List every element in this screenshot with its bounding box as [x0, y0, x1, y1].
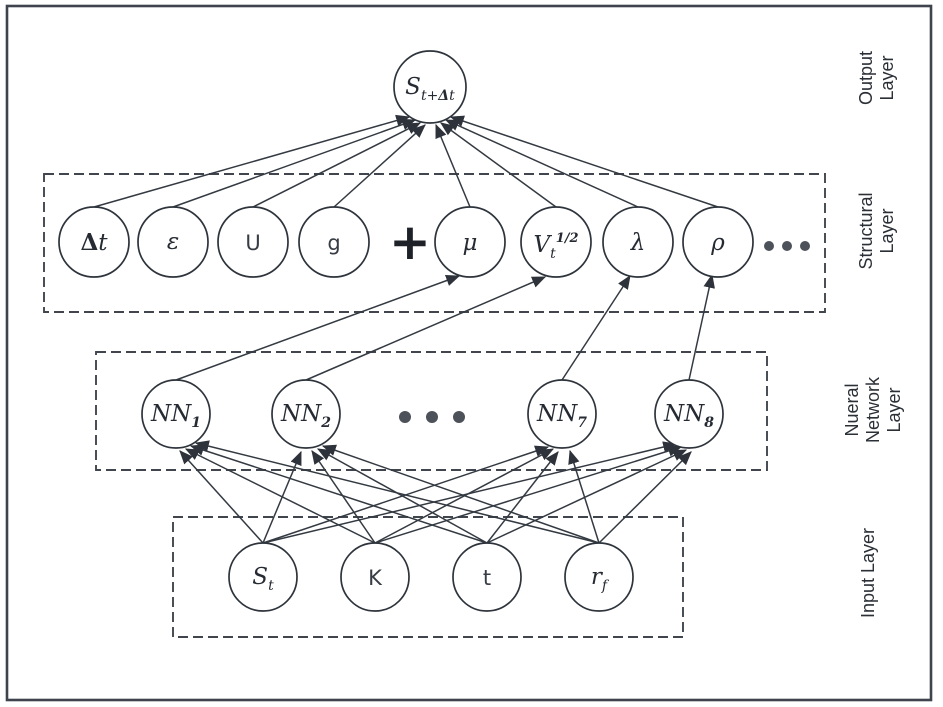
arrow-rho-to-output: [449, 115, 719, 208]
arrows-input-to-nn: [179, 440, 692, 544]
structural-ellipsis: [764, 241, 810, 251]
arrows-structural-to-output: [93, 114, 719, 208]
delta-t-circle: [58, 206, 130, 278]
arrow-delta-to-output: [93, 114, 411, 208]
lambda-label: λ: [630, 230, 646, 256]
arrow-u-to-output: [252, 122, 422, 208]
u-circle: [217, 206, 289, 278]
nn2-label: NN2: [280, 401, 331, 431]
st-circle: [228, 542, 298, 612]
figure-border: [5, 4, 933, 702]
epsilon-circle: [137, 206, 209, 278]
structural-ellipsis-dot: [764, 241, 774, 251]
g-label: g: [327, 231, 340, 255]
nn8-label: NN8: [663, 401, 714, 431]
arrow-g-to-output: [333, 124, 426, 208]
node-rho: ρ: [682, 206, 754, 278]
plus-sign: +: [389, 213, 431, 271]
output-node-circle: [393, 50, 467, 124]
rho-circle: [682, 206, 754, 278]
arrow-st-to-nn2: [262, 450, 302, 544]
nn-ellipsis-dot: [426, 411, 438, 423]
t-circle: [452, 542, 522, 612]
neural-network-layer-box: [95, 351, 768, 471]
structural-ellipsis-dot: [800, 241, 810, 251]
node-delta-t: Δt: [58, 206, 130, 278]
node-k: K: [340, 542, 410, 612]
node-nn2: NN2: [271, 379, 341, 449]
arrow-k-to-nn8: [374, 445, 683, 544]
node-epsilon: ε: [137, 206, 209, 278]
arrow-nn2-to-v: [305, 276, 547, 381]
arrow-nn1-to-mu: [175, 274, 461, 381]
nn7-label: NN7: [536, 401, 587, 431]
rf-label: rf: [591, 564, 610, 594]
node-v: Vt1/2: [520, 206, 592, 278]
output-node-label: St+Δt: [405, 74, 455, 104]
arrow-st-to-nn8: [262, 441, 678, 544]
mu-circle: [434, 206, 506, 278]
nn2-circle: [271, 379, 341, 449]
arrow-t-to-nn1: [189, 444, 488, 544]
nn1-circle: [141, 379, 211, 449]
arrow-nn8-to-rho: [688, 273, 715, 381]
node-u: U: [217, 206, 289, 278]
nn1-label: NN1: [150, 401, 201, 431]
arrow-v-to-output: [440, 122, 557, 208]
input-layer-box: [172, 516, 684, 638]
structural-ellipsis-dot: [782, 241, 792, 251]
arrow-rf-to-nn8: [598, 451, 692, 544]
node-nn1: NN1: [141, 379, 211, 449]
node-nn8: NN8: [654, 379, 724, 449]
arrow-t-to-nn8: [486, 449, 688, 544]
arrow-st-to-nn7: [262, 445, 550, 544]
k-label: K: [368, 566, 383, 590]
t-label: t: [483, 566, 491, 590]
layer-label-output: OutputLayer: [856, 51, 897, 105]
v-circle: [520, 206, 592, 278]
lambda-circle: [602, 206, 674, 278]
structural-layer-box: [43, 173, 826, 313]
node-lambda: λ: [602, 206, 674, 278]
arrow-k-to-nn2: [311, 450, 376, 544]
mu-label: μ: [463, 230, 478, 256]
nn7-circle: [527, 379, 597, 449]
nn8-circle: [654, 379, 724, 449]
arrow-k-to-nn7: [374, 448, 555, 544]
node-rf: rf: [564, 542, 634, 612]
v-label: Vt1/2: [533, 231, 578, 262]
node-g: g: [298, 206, 370, 278]
rf-circle: [564, 542, 634, 612]
arrow-mu-to-output: [435, 123, 471, 208]
delta-t-label: Δt: [80, 229, 108, 256]
g-circle: [298, 206, 370, 278]
node-t: t: [452, 542, 522, 612]
arrow-lambda-to-output: [444, 119, 639, 208]
node-mu: μ: [434, 206, 506, 278]
nn-ellipsis-dot: [399, 411, 411, 423]
st-label: St: [252, 564, 274, 594]
arrow-nn7-to-lambda: [561, 275, 631, 381]
node-output: St+Δt: [393, 50, 467, 124]
u-label: U: [245, 231, 260, 255]
arrow-rf-to-nn2: [321, 444, 600, 544]
node-st: St: [228, 542, 298, 612]
k-circle: [340, 542, 410, 612]
layer-label-structural: StructuralLayer: [856, 192, 897, 269]
epsilon-label: ε: [167, 229, 179, 255]
arrows-nn-to-structural: [175, 273, 715, 381]
nn-ellipsis: [399, 411, 465, 423]
arrow-st-to-nn1: [179, 450, 264, 544]
arrow-epsilon-to-output: [172, 118, 417, 208]
node-nn7: NN7: [527, 379, 597, 449]
arrow-k-to-nn1: [184, 448, 376, 544]
layer-label-neural-network: NueralNetworkLayer: [842, 376, 904, 443]
nn-ellipsis-dot: [453, 411, 465, 423]
rho-label: ρ: [710, 230, 725, 256]
layer-label-input: Input Layer: [858, 528, 878, 618]
